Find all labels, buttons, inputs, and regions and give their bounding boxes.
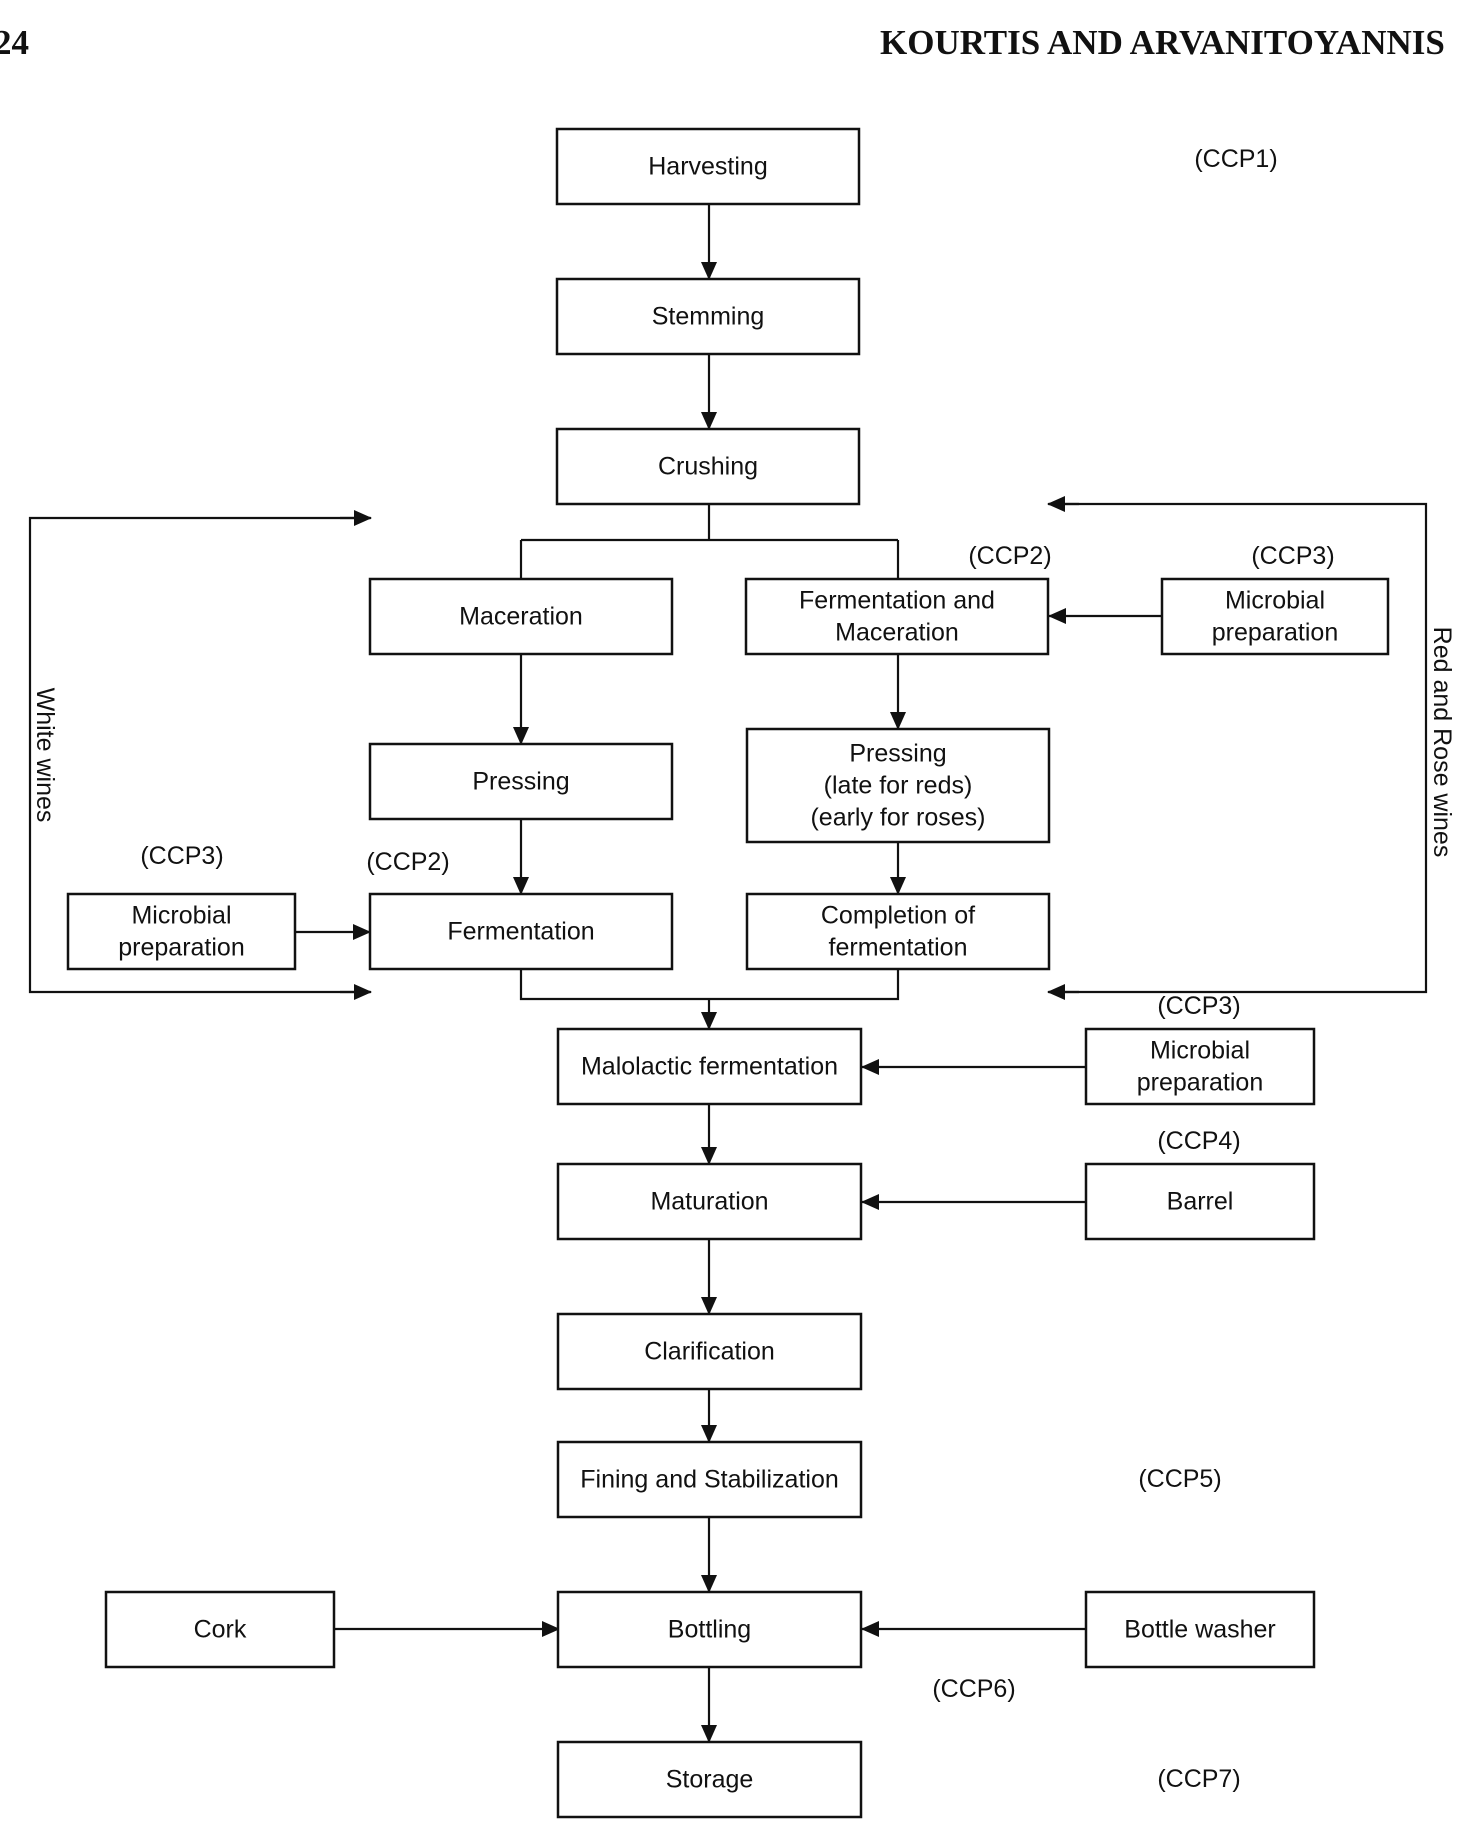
node-bottle-washer: Bottle washer xyxy=(1084,1590,1316,1669)
label-line: Crushing xyxy=(658,453,758,481)
label-line: Harvesting xyxy=(648,153,768,181)
node-fining-and-stabilization: Fining and Stabilization xyxy=(556,1440,863,1519)
node-microbial-preparation-red-label: Microbial preparation xyxy=(1212,587,1338,647)
node-bottle-washer-label: Bottle washer xyxy=(1124,1616,1275,1644)
node-fining-and-stabilization-label: Fining and Stabilization xyxy=(580,1466,839,1494)
label-line: Bottle washer xyxy=(1124,1616,1275,1644)
node-stemming: Stemming xyxy=(555,277,861,356)
node-bottling-label: Bottling xyxy=(668,1616,751,1644)
label-line: Barrel xyxy=(1167,1188,1234,1216)
ccp-label-bottling: (CCP6) xyxy=(932,1675,1015,1703)
node-crushing: Crushing xyxy=(555,427,861,506)
label-line: Bottling xyxy=(668,1616,751,1644)
node-bottling: Bottling xyxy=(556,1590,863,1669)
label-line: Storage xyxy=(666,1766,754,1794)
edge-merge-malolactic xyxy=(519,969,900,1001)
node-cork: Cork xyxy=(104,1590,336,1669)
node-maceration: Maceration xyxy=(368,577,674,656)
node-barrel-label: Barrel xyxy=(1167,1188,1234,1216)
ccp-label-fermentation-and-maceration: (CCP2) xyxy=(968,542,1051,570)
node-barrel: Barrel xyxy=(1084,1162,1316,1241)
node-microbial-preparation-malo: Microbial preparation xyxy=(1084,1027,1316,1106)
label-line: Microbial xyxy=(1150,1037,1250,1065)
white-wines-label: White wines xyxy=(31,688,59,823)
label-line: preparation xyxy=(1137,1069,1263,1097)
node-harvesting: Harvesting xyxy=(555,127,861,206)
node-cork-label: Cork xyxy=(194,1616,247,1644)
label-line: Maturation xyxy=(650,1188,768,1216)
label-line: Pressing xyxy=(849,740,946,768)
node-microbial-preparation-red: Microbial preparation xyxy=(1160,577,1390,656)
node-fermentation: Fermentation xyxy=(368,892,674,971)
label-line: Malolactic fermentation xyxy=(581,1053,838,1081)
label-line: Cork xyxy=(194,1616,247,1644)
node-storage-label: Storage xyxy=(666,1766,754,1794)
ccp-label-barrel: (CCP4) xyxy=(1157,1127,1240,1155)
red-rose-bracket xyxy=(1049,502,1428,994)
label-line: Clarification xyxy=(644,1338,775,1366)
node-clarification-label: Clarification xyxy=(644,1338,775,1366)
page-number: 24 xyxy=(0,23,29,62)
node-microbial-preparation-white: Microbial preparation xyxy=(66,892,297,971)
node-pressing-red-label: Pressing (late for reds) (early for roses) xyxy=(810,740,985,832)
node-completion-of-fermentation-label: Completion of fermentation xyxy=(821,902,975,962)
label-line: (late for reds) xyxy=(824,772,973,800)
ccp-label-fermentation: (CCP2) xyxy=(366,848,449,876)
label-line: Pressing xyxy=(472,768,569,796)
label-line: preparation xyxy=(118,934,244,962)
label-line: Maceration xyxy=(459,603,583,631)
label-line: (early for roses) xyxy=(810,804,985,832)
node-completion-of-fermentation: Completion of fermentation xyxy=(745,892,1051,971)
ccp-label-harvesting: (CCP1) xyxy=(1194,145,1277,173)
running-title: KOURTIS AND ARVANITOYANNIS xyxy=(880,23,1445,62)
node-maturation: Maturation xyxy=(556,1162,863,1241)
label-line: Stemming xyxy=(652,303,765,331)
label-line: Maceration xyxy=(835,619,959,647)
node-microbial-preparation-malo-label: Microbial preparation xyxy=(1137,1037,1263,1097)
ccp-label-microbial-preparation-red: (CCP3) xyxy=(1251,542,1334,570)
node-maturation-label: Maturation xyxy=(650,1188,768,1216)
white-wines-bracket xyxy=(28,516,370,994)
label-line: preparation xyxy=(1212,619,1338,647)
node-pressing-white: Pressing xyxy=(368,742,674,821)
edge-crushing-split xyxy=(521,504,898,542)
label-line: Fining and Stabilization xyxy=(580,1466,839,1494)
label-line: Microbial xyxy=(1225,587,1325,615)
node-pressing-white-label: Pressing xyxy=(472,768,569,796)
node-crushing-label: Crushing xyxy=(658,453,758,481)
node-clarification: Clarification xyxy=(556,1312,863,1391)
ccp-label-microbial-preparation-malo: (CCP3) xyxy=(1157,992,1240,1020)
label-line: fermentation xyxy=(829,934,968,962)
label-line: Fermentation xyxy=(447,918,594,946)
node-stemming-label: Stemming xyxy=(652,303,765,331)
label-line: Completion of xyxy=(821,902,975,930)
node-storage: Storage xyxy=(556,1740,863,1819)
ccp-label-storage: (CCP7) xyxy=(1157,1765,1240,1793)
node-malolactic-fermentation: Malolactic fermentation xyxy=(556,1027,863,1106)
red-and-rose-wines-label: Red and Rose wines xyxy=(1428,627,1456,858)
node-pressing-red: Pressing (late for reds) (early for roses) xyxy=(745,727,1051,844)
label-line: Fermentation and xyxy=(799,587,995,615)
ccp-label-microbial-preparation-white: (CCP3) xyxy=(140,842,223,870)
node-maceration-label: Maceration xyxy=(459,603,583,631)
node-fermentation-label: Fermentation xyxy=(447,918,594,946)
node-malolactic-fermentation-label: Malolactic fermentation xyxy=(581,1053,838,1081)
label-line: Microbial xyxy=(131,902,231,930)
node-microbial-preparation-white-label: Microbial preparation xyxy=(118,902,244,962)
ccp-label-fining: (CCP5) xyxy=(1138,1465,1221,1493)
node-harvesting-label: Harvesting xyxy=(648,153,768,181)
